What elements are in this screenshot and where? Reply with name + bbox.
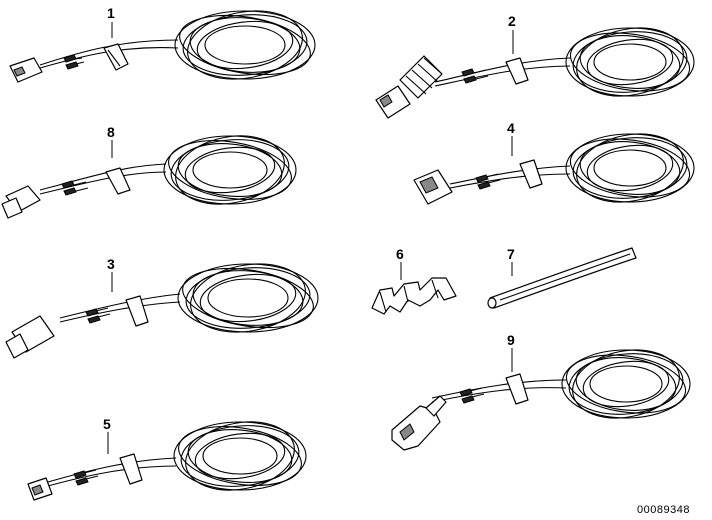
part-3-coil (177, 263, 319, 333)
callout-3: 3 (107, 256, 115, 272)
part-2-coil (565, 27, 695, 97)
part-8-clip (105, 167, 131, 195)
part-9-wiring-harness: 9 (391, 332, 691, 451)
part-4-wiring-harness: 4 (413, 120, 695, 205)
callout-5: 5 (103, 416, 111, 432)
part-1-clip (103, 43, 129, 71)
reference-number: 00089348 (637, 504, 690, 516)
callout-4: 4 (507, 120, 515, 136)
part-1-coil (174, 10, 316, 80)
callout-1: 1 (107, 5, 115, 21)
part-5-wiring-harness: 5 (27, 416, 307, 501)
part-9-clip (505, 373, 529, 405)
part-2-connector (375, 85, 411, 119)
part-8-wiring-harness: 8 (1, 124, 297, 219)
part-4-clip (519, 159, 543, 189)
part-5-coil (173, 421, 307, 491)
callout-9: 9 (507, 332, 515, 348)
part-7-protective-tube: 7 (487, 246, 637, 309)
callout-8: 8 (107, 124, 115, 140)
part-9-coil (561, 349, 691, 419)
part-2-clip (505, 57, 529, 85)
part-6-terminal: 6 (371, 246, 457, 315)
part-5-clip (119, 453, 143, 485)
part-4-coil (565, 133, 695, 203)
part-3-clip (125, 295, 149, 327)
part-2-wiring-harness: 2 (375, 13, 695, 119)
callout-7: 7 (507, 246, 515, 262)
part-3-wiring-harness: 3 (5, 256, 319, 359)
part-1-wiring-harness: 1 (9, 5, 316, 83)
part-8-coil (163, 135, 297, 205)
callout-2: 2 (508, 13, 516, 29)
callout-6: 6 (396, 246, 404, 262)
